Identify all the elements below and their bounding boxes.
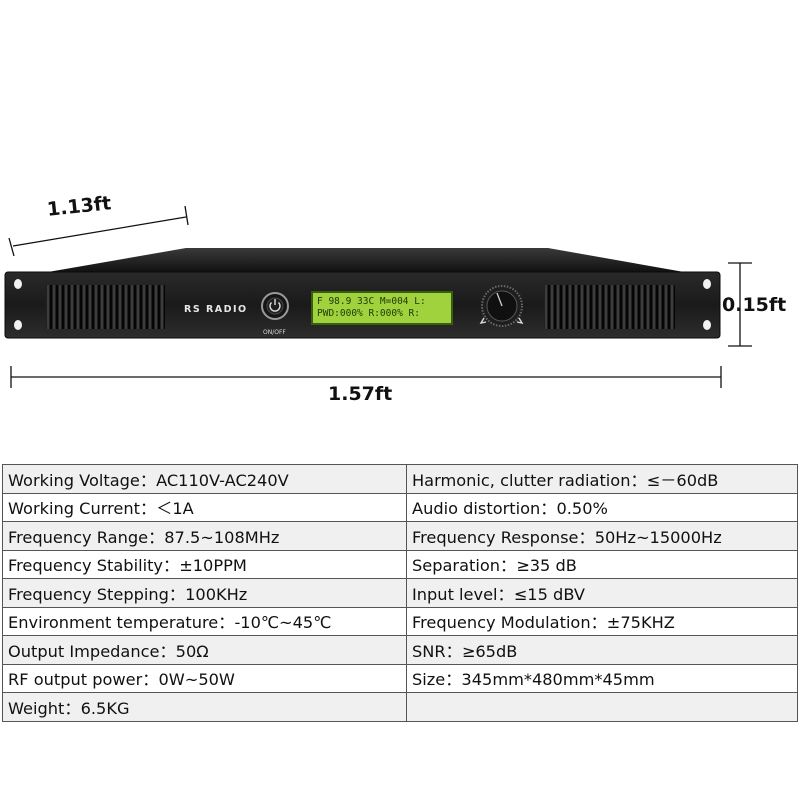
chassis-top: [48, 248, 684, 272]
spec-cell-left: Frequency Stability：±10PPM: [2, 549, 407, 579]
spec-cell-left: RF output power：0W~50W: [2, 663, 407, 693]
spec-cell-right: Size：345mm*480mm*45mm: [406, 663, 798, 693]
spec-cell-right: Audio distortion：0.50%: [406, 492, 798, 522]
left-vent-grille: [46, 285, 165, 329]
power-button-label: ON/OFF: [263, 329, 286, 336]
spec-cell-right: Separation：≥35 dB: [406, 549, 798, 579]
spec-cell-left: Environment temperature：-10℃~45℃: [2, 606, 407, 636]
spec-cell-right: Frequency Response：50Hz~15000Hz: [406, 521, 798, 551]
width-dimension-label: 1.57ft: [328, 383, 393, 405]
lcd-line-2: PWD:000% R:000% R:: [317, 308, 420, 319]
spec-cell-left: Weight：6.5KG: [2, 692, 407, 722]
spec-cell-left: Working Voltage：AC110V-AC240V: [2, 464, 407, 494]
rotary-knob[interactable]: [481, 285, 523, 327]
spec-cell-right: [406, 692, 798, 722]
knob-arrow-icon: [516, 317, 524, 324]
spec-cell-left: Working Current：＜1A: [2, 492, 407, 522]
rack-mount-holes: [14, 279, 711, 330]
height-dimension-label: 0.15ft: [722, 294, 787, 316]
spec-cell-right: Input level：≤15 dBV: [406, 578, 798, 608]
power-button[interactable]: [261, 292, 289, 320]
spec-cell-left: Output Impedance：50Ω: [2, 635, 407, 665]
spec-cell-right: Harmonic, clutter radiation：≤－60dB: [406, 464, 798, 494]
power-icon: [269, 299, 281, 312]
lcd-line-1: F 98.9 33C M=004 L:: [317, 296, 426, 307]
right-vent-grille: [544, 285, 675, 329]
spec-cell-left: Frequency Range：87.5~108MHz: [2, 521, 407, 551]
spec-cell-right: Frequency Modulation：±75KHZ: [406, 606, 798, 636]
lcd-display: [311, 291, 453, 325]
brand-logo: RS RADIO: [184, 304, 248, 315]
knob-arrow-icon: [479, 317, 487, 324]
spec-cell-right: SNR：≥65dB: [406, 635, 798, 665]
spec-cell-left: Frequency Stepping：100KHz: [2, 578, 407, 608]
fm-transmitter-device: RS RADIO ON/OFF F 98.9 33C M=004 L: PWD:…: [4, 248, 721, 339]
spec-row: Weight：6.5KG: [2, 692, 798, 722]
